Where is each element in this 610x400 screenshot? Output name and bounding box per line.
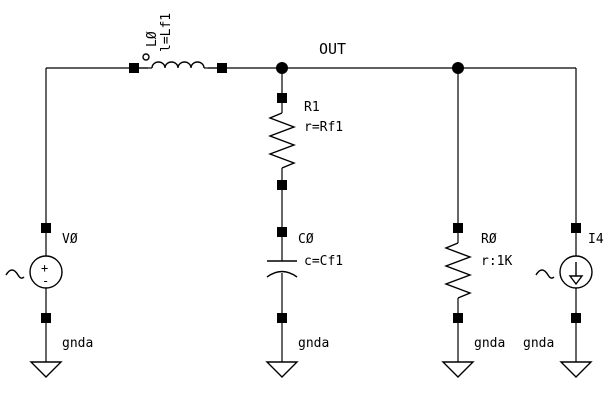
pin <box>453 313 463 323</box>
polarity-dot-icon <box>142 53 150 61</box>
capacitor-curved-plate-icon <box>266 270 298 278</box>
current-source-name: I4 <box>588 232 604 247</box>
ground-icon <box>29 361 63 378</box>
ground-icon <box>559 361 593 378</box>
pin <box>277 93 287 103</box>
voltage-source-name: VØ <box>62 232 78 247</box>
resistor-value: r:1K <box>481 254 512 269</box>
pin <box>129 63 139 73</box>
capacitor-value: c=Cf1 <box>304 254 343 269</box>
resistor-zigzag-icon <box>268 112 296 169</box>
inductor-name: LØ <box>145 31 160 47</box>
net-label-out: OUT <box>319 40 346 58</box>
ground-label: gnda <box>298 336 329 351</box>
ground-label: gnda <box>523 336 554 351</box>
ground-label: gnda <box>62 336 93 351</box>
resistor-r1[interactable]: R1 r=Rf1 <box>268 93 343 190</box>
resistor-name: R1 <box>304 100 320 115</box>
ground-icon <box>441 361 475 378</box>
resistor-r0[interactable]: RØ r:1K gnda <box>441 223 512 378</box>
current-source-i4[interactable]: I4 gnda <box>523 223 604 378</box>
voltage-source-icon <box>29 255 63 289</box>
inductor-value: l=Lf1 <box>159 13 174 52</box>
pin <box>41 223 51 233</box>
pin <box>571 223 581 233</box>
current-source-icon <box>559 255 593 289</box>
capacitor-name: CØ <box>298 232 314 247</box>
ground-icon <box>265 361 299 378</box>
ac-wave-icon <box>5 269 25 279</box>
resistor-name: RØ <box>481 232 497 247</box>
voltage-source-v0[interactable]: + - VØ gnda <box>5 223 93 378</box>
resistor-value: r=Rf1 <box>304 120 343 135</box>
resistor-zigzag-icon <box>444 242 472 299</box>
ground-label: gnda <box>474 336 505 351</box>
pin <box>571 313 581 323</box>
pin <box>41 313 51 323</box>
capacitor-c0[interactable]: CØ c=Cf1 gnda <box>265 227 343 378</box>
pin <box>453 223 463 233</box>
junction-node <box>452 62 464 74</box>
ac-wave-icon <box>535 269 555 279</box>
junction-node <box>276 62 288 74</box>
pin <box>217 63 227 73</box>
plus-sign: + <box>41 261 48 275</box>
pin <box>277 227 287 237</box>
inductor-l0[interactable]: LØ l=Lf1 <box>129 13 227 73</box>
pin <box>277 180 287 190</box>
pin <box>277 313 287 323</box>
minus-sign: - <box>42 274 49 288</box>
inductor-coil-icon <box>151 61 205 69</box>
current-arrow-head-icon <box>568 275 584 286</box>
